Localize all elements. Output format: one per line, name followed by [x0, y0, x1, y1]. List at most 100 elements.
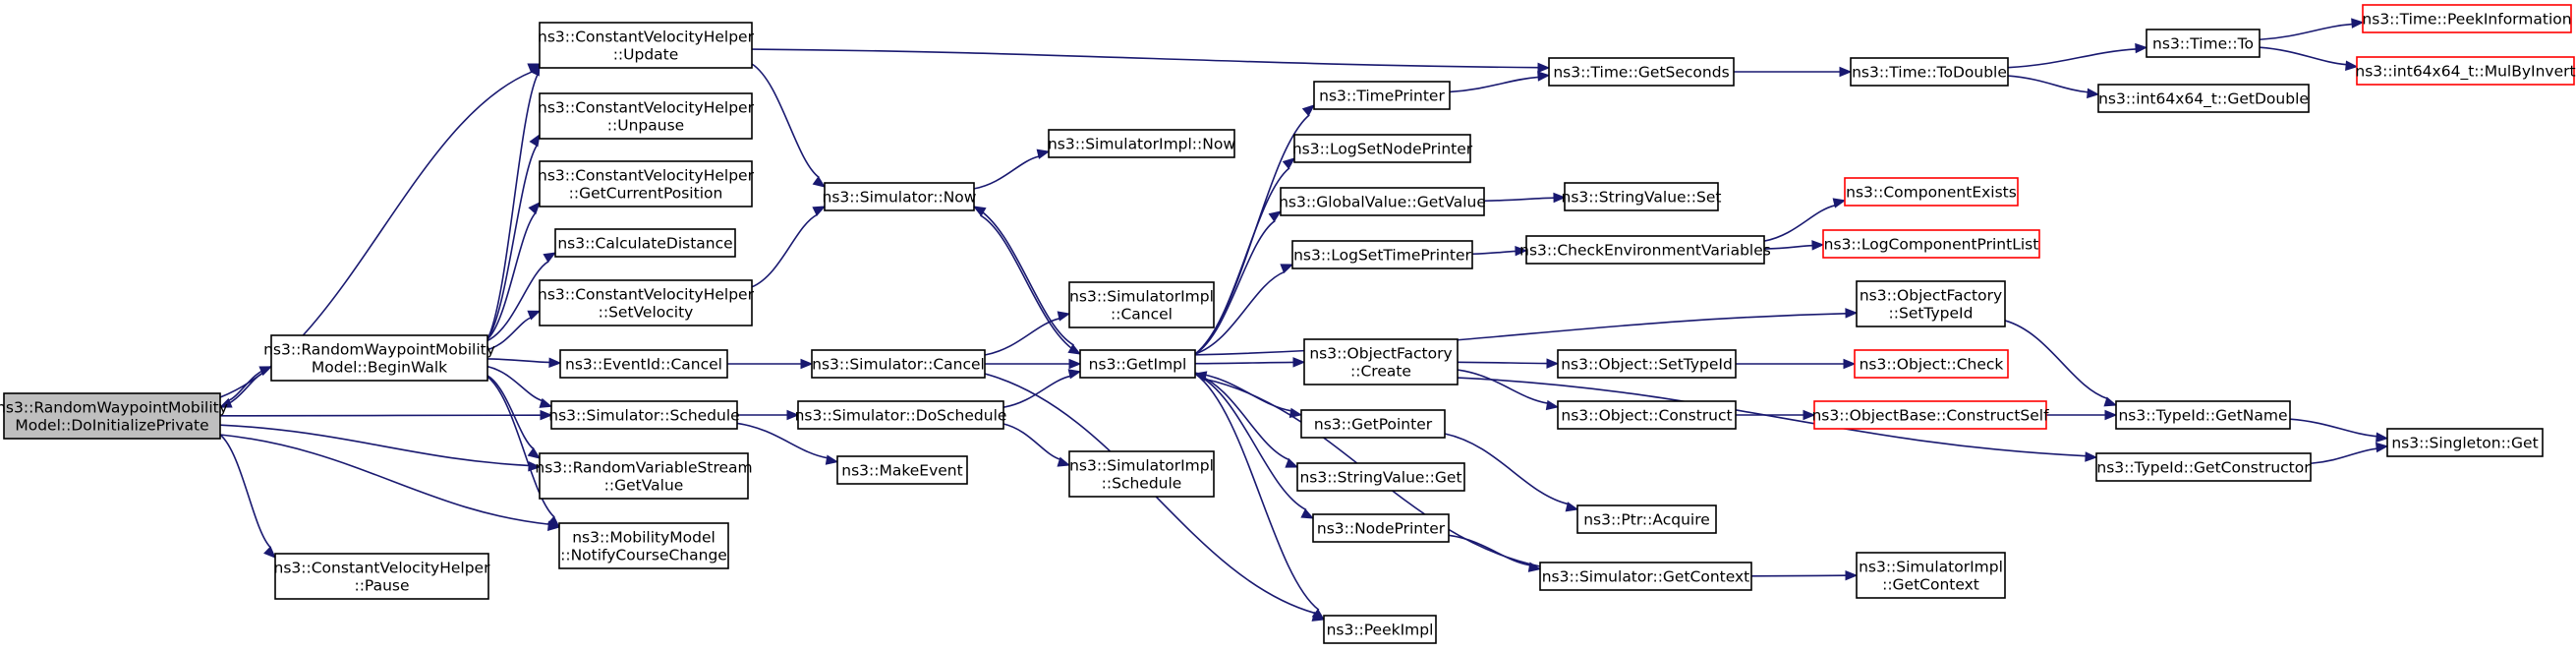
edge-line [487, 365, 543, 402]
node-simimpl_cancel[interactable]: ns3::SimulatorImpl::Cancel [1068, 281, 1215, 328]
edge-line [1194, 270, 1286, 355]
edge-line [984, 318, 1060, 356]
node-getpointer[interactable]: ns3::GetPointer [1300, 409, 1446, 439]
node-checkenv[interactable]: ns3::CheckEnvironmentVariables [1519, 235, 1771, 265]
node-logcompprint[interactable]: ns3::LogComponentPrintList [1822, 229, 2040, 259]
node-ob_constructself[interactable]: ns3::ObjectBase::ConstructSelf [1811, 400, 2049, 430]
node-label-line: ::Cancel [1111, 306, 1173, 324]
edge-line [1763, 244, 1813, 250]
edge-arrowhead [1546, 358, 1560, 369]
edge-beginwalk-to-sim_schedule [487, 365, 553, 408]
node-label-line: ns3::ComponentExists [1846, 184, 2017, 202]
edge-arrowhead [1832, 198, 1847, 208]
node-label-line: ns3::ConstantVelocityHelper [538, 29, 755, 46]
node-obj_construct[interactable]: ns3::Object::Construct [1557, 400, 1737, 430]
edge-eventid_cancel-to-sim_cancel [726, 358, 814, 370]
node-obj_settypeid[interactable]: ns3::Object::SetTypeId [1557, 349, 1737, 379]
node-label-line: ns3::Singleton::Get [2391, 435, 2538, 452]
node-label-line: ns3::NodePrinter [1317, 520, 1446, 538]
edge-line [2259, 23, 2353, 41]
node-sv_set[interactable]: ns3::StringValue::Set [1562, 182, 1722, 211]
node-box [1079, 349, 1196, 379]
edge-line [487, 376, 555, 518]
node-sim_cancel[interactable]: ns3::Simulator::Cancel [811, 349, 986, 379]
node-time_to[interactable]: ns3::Time::To [2146, 29, 2261, 58]
edge-line [2259, 46, 2347, 66]
node-makeevent[interactable]: ns3::MakeEvent [836, 455, 968, 485]
edge-beginwalk-to-cvh_unpause [487, 133, 541, 340]
node-simimpl_schedule[interactable]: ns3::SimulatorImpl::Schedule [1068, 450, 1215, 498]
edge-typeid_getname-to-singleton_get [2289, 418, 2389, 443]
edge-line [219, 414, 542, 417]
node-cvh_pause[interactable]: ns3::ConstantVelocityHelper::Pause [274, 553, 491, 600]
edge-beginwalk-to-mm_notify [487, 376, 560, 528]
node-label-line: ns3::SimulatorImpl [1069, 288, 1214, 306]
node-simimpl_getcontext[interactable]: ns3::SimulatorImpl::GetContext [1856, 552, 2006, 599]
node-logsettimeprinter[interactable]: ns3::LogSetTimePrinter [1291, 240, 1473, 269]
edge-line [487, 261, 549, 342]
node-label-line: ns3::Ptr::Acquire [1583, 511, 1710, 529]
node-box [1539, 562, 1752, 591]
edge-arrowhead [1845, 569, 1859, 581]
node-cvh_update[interactable]: ns3::ConstantVelocityHelper::Update [538, 22, 755, 69]
node-logsetnodeprinter[interactable]: ns3::LogSetNodePrinter [1292, 134, 1473, 163]
node-nodeprinter[interactable]: ns3::NodePrinter [1312, 513, 1450, 543]
node-typeid_getname[interactable]: ns3::TypeId::GetName [2115, 400, 2291, 430]
node-box [539, 22, 753, 69]
node-time_getseconds[interactable]: ns3::Time::GetSeconds [1548, 57, 1735, 87]
edge-line [228, 366, 272, 402]
node-of_settypeid[interactable]: ns3::ObjectFactory::SetTypeId [1856, 280, 2006, 327]
node-gv_getvalue[interactable]: ns3::GlobalValue::GetValue [1279, 187, 1486, 216]
node-box [1856, 280, 2006, 327]
node-ptr_acquire[interactable]: ns3::Ptr::Acquire [1576, 504, 1717, 534]
node-simimpl_now[interactable]: ns3::SimulatorImpl::Now [1048, 129, 1235, 158]
node-getimpl[interactable]: ns3::GetImpl [1079, 349, 1196, 379]
node-root[interactable]: ns3::RandomWaypointMobilityModel::DoInit… [0, 392, 228, 440]
node-sv_get[interactable]: ns3::StringValue::Get [1296, 462, 1465, 492]
edge-root-to-sim_schedule [219, 409, 553, 421]
node-timeprinter[interactable]: ns3::TimePrinter [1313, 81, 1451, 110]
node-sim_doschedule[interactable]: ns3::Simulator::DoSchedule [795, 400, 1007, 430]
edge-arrowhead [1057, 456, 1071, 467]
node-label-line: ::GetContext [1882, 576, 1979, 594]
node-singleton_get[interactable]: ns3::Singleton::Get [2386, 428, 2544, 457]
node-typeid_getconstructor[interactable]: ns3::TypeId::GetConstructor [2095, 452, 2312, 482]
node-beginwalk[interactable]: ns3::RandomWaypointMobilityModel::BeginW… [263, 334, 495, 382]
node-box [539, 452, 749, 500]
edge-arrowhead [1553, 192, 1567, 204]
edge-time_getseconds-to-time_todouble [1734, 66, 1853, 78]
node-cvh_unpause[interactable]: ns3::ConstantVelocityHelper::Unpause [538, 92, 755, 140]
edge-arrowhead [1537, 71, 1551, 82]
node-box [2356, 56, 2575, 86]
node-label-line: ns3::ConstantVelocityHelper [538, 99, 755, 117]
edge-getimpl-to-of_create [1194, 357, 1306, 368]
edge-line [1194, 373, 1307, 511]
node-label-line: ns3::Object::Check [1860, 356, 2004, 374]
node-int64_getdouble[interactable]: ns3::int64x64_t::GetDouble [2097, 84, 2310, 113]
edge-line [487, 211, 537, 340]
node-mm_notify[interactable]: ns3::MobilityModel::NotifyCourseChange [558, 522, 729, 569]
node-cvh_setvel[interactable]: ns3::ConstantVelocityHelper::SetVelocity [538, 279, 755, 326]
node-time_todouble[interactable]: ns3::Time::ToDouble [1850, 57, 2009, 87]
edge-arrowhead [1292, 357, 1306, 368]
node-sim_now[interactable]: ns3::Simulator::Now [823, 182, 977, 211]
node-of_create[interactable]: ns3::ObjectFactory::Create [1303, 338, 1459, 385]
edge-arrowhead [1193, 371, 1208, 382]
edge-sim_now-to-getimpl [973, 206, 1082, 355]
node-sim_schedule[interactable]: ns3::Simulator::Schedule [548, 400, 740, 430]
node-obj_check[interactable]: ns3::Object::Check [1854, 349, 2009, 379]
edge-of_create-to-obj_construct [1457, 369, 1560, 411]
edge-getimpl-to-of_settypeid [1194, 308, 1859, 356]
node-cvh_getpos[interactable]: ns3::ConstantVelocityHelper::GetCurrentP… [538, 160, 755, 207]
node-calcdist[interactable]: ns3::CalculateDistance [554, 228, 736, 258]
edge-arrowhead [1068, 358, 1082, 370]
node-sim_getcontext[interactable]: ns3::Simulator::GetContext [1539, 562, 1752, 591]
node-eventid_cancel[interactable]: ns3::EventId::Cancel [559, 349, 728, 379]
node-peekimpl[interactable]: ns3::PeekImpl [1323, 615, 1437, 644]
node-time_peekinfo[interactable]: ns3::Time::PeekInformation [2362, 4, 2572, 33]
node-rvs_getvalue[interactable]: ns3::RandomVariableStream::GetValue [535, 452, 753, 500]
node-compexists[interactable]: ns3::ComponentExists [1844, 177, 2019, 207]
node-int64_mulbyinvert[interactable]: ns3::int64x64_t::MulByInvert [2355, 56, 2576, 86]
node-label-line: ns3::Time::GetSeconds [1553, 64, 1729, 82]
node-label-line: ns3::StringValue::Set [1562, 189, 1722, 207]
